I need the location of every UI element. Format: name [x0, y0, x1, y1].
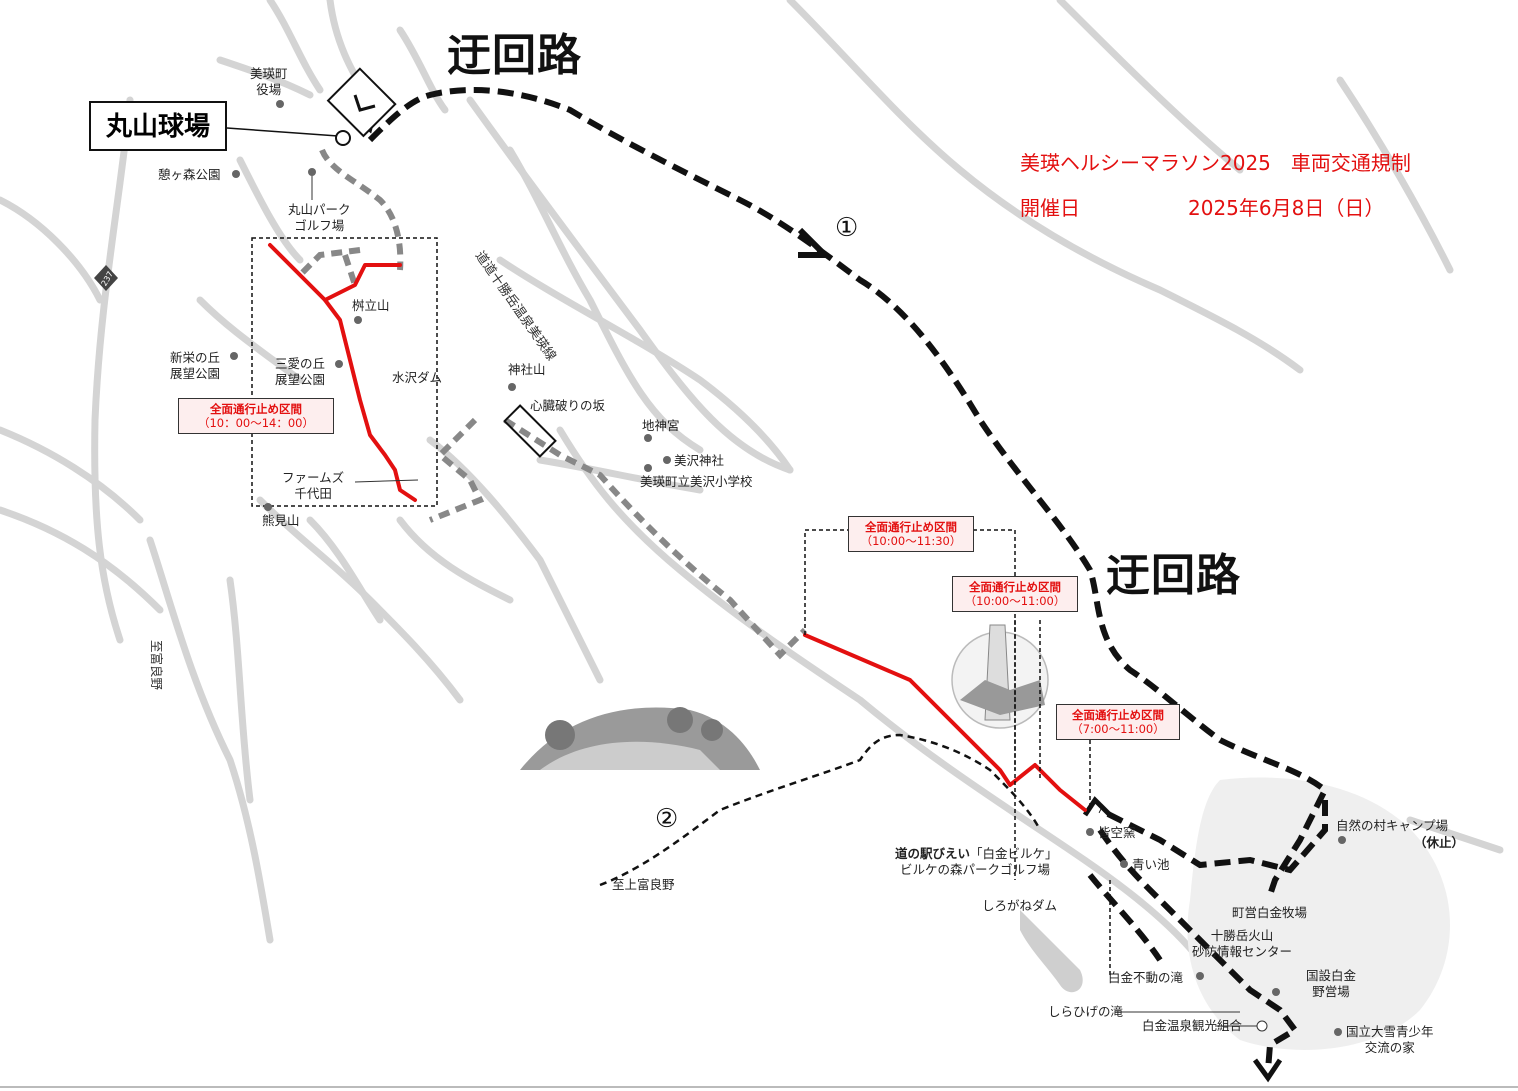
camp-label: 自然の村キャンプ場: [1336, 818, 1449, 833]
maruyama-stadium-label: 丸山球場: [89, 101, 227, 151]
misawa-shrine-dot: [663, 456, 671, 464]
fudo-falls-label: 白金不動の滝: [1108, 970, 1184, 985]
closure-title: 全面通行止め区間: [1072, 708, 1164, 722]
kokusetsu-camp-label: 国設白金 野営場: [1306, 968, 1357, 999]
aoiike-dot: [1120, 860, 1128, 868]
shinzo-slope-box: [503, 404, 557, 458]
stadium-marker: [335, 130, 351, 146]
kumamiyama-label: 熊見山: [262, 513, 300, 528]
stadium-pointer: [226, 127, 339, 137]
michi-no-eki-rest: 「白金ビルケ」: [970, 846, 1058, 861]
minasorakama-label: 皆空窯: [1098, 825, 1136, 840]
youth-house-dot: [1334, 1028, 1342, 1036]
misawa-school-dot: [644, 464, 652, 472]
masutateyama-dot: [354, 316, 362, 324]
town-office-label: 美瑛町 役場: [250, 66, 288, 97]
route-name-label: 道道十勝岳温泉美瑛線: [472, 248, 560, 364]
maruyama-golf-dot: [308, 168, 316, 176]
closure-time: （10:00～11:00）: [964, 594, 1066, 608]
route-2-number: ②: [655, 804, 679, 834]
kumamiyama-dot: [264, 503, 272, 511]
shirogane-area: [1187, 777, 1450, 1050]
misawa-school-label: 美瑛町立美沢小学校: [640, 474, 753, 489]
event-title: 美瑛ヘルシーマラソン2025 車両交通規制: [1020, 151, 1411, 175]
jinjayama-dot: [508, 383, 516, 391]
aoiike-label: 青い池: [1132, 857, 1170, 872]
tourism-assoc-label: 白金温泉観光組合: [1142, 1018, 1243, 1033]
detour-arrow-end: [1252, 1058, 1283, 1083]
shirogane-dam-label: しろがねダム: [982, 898, 1058, 913]
closure-box-4: 全面通行止め区間 （7:00～11:00）: [1056, 704, 1180, 740]
route-1-number: ①: [835, 213, 859, 243]
event-date-label: 開催日: [1020, 196, 1080, 220]
michi-no-eki-label: 道の駅びえい「白金ビルケ」: [895, 846, 1058, 862]
camp-dot: [1338, 836, 1346, 844]
shinzo-slope-label: 心臓破りの坂: [530, 398, 606, 413]
closure-box-3: 全面通行止め区間 （10:00～11:00）: [952, 576, 1078, 612]
sanai-park-dot: [335, 360, 343, 368]
detour-label-top: 迂回路: [447, 30, 582, 81]
michi-no-eki-bold: 道の駅びえい: [895, 846, 971, 861]
closure-time: （10：00～14：00）: [197, 416, 315, 430]
sanai-park-label: 三愛の丘 展望公園: [275, 356, 326, 387]
birke-golf-label: ビルケの森パークゴルフ場: [900, 862, 1051, 877]
maruyama-golf-label: 丸山パーク ゴルフ場: [288, 202, 351, 233]
youth-house-label: 国立大雪青少年 交流の家: [1346, 1024, 1434, 1055]
town-office-dot: [276, 100, 284, 108]
shirahige-falls-label: しらひげの滝: [1048, 1004, 1124, 1019]
camp-closed-label: （休止）: [1414, 835, 1465, 850]
hills-illustration: [520, 707, 760, 770]
masutateyama-label: 桝立山: [352, 298, 390, 313]
volcano-center-label: 十勝岳火山 砂防情報センター: [1192, 928, 1293, 959]
closure-roads: [268, 243, 1087, 812]
bottom-border: [0, 1086, 1518, 1088]
shinei-park-dot: [230, 352, 238, 360]
mizusawa-dam-label: 水沢ダム: [392, 370, 443, 385]
ikoi-park-label: 憩ヶ森公園: [158, 167, 221, 182]
chijingu-dot: [644, 434, 652, 442]
to-furano-label: 至富良野: [149, 640, 164, 691]
closure-time: （7:00～11:00）: [1071, 722, 1165, 736]
misawa-shrine-label: 美沢神社: [674, 453, 725, 468]
minasorakama-dot: [1086, 828, 1094, 836]
kokusetsu-camp-dot: [1272, 988, 1280, 996]
fudo-falls-dot: [1196, 972, 1204, 980]
event-date-value: 2025年6月8日（日）: [1188, 196, 1385, 220]
shirogane-dam-water: [1020, 910, 1083, 993]
farms-chiyoda-label: ファームズ 千代田: [282, 470, 345, 501]
closure-title: 全面通行止め区間: [969, 580, 1061, 594]
ikoi-park-dot: [232, 170, 240, 178]
detour-arrow-1: [797, 227, 833, 258]
marathon-course: [297, 148, 808, 660]
course-start-sign: [326, 67, 397, 138]
shinei-park-label: 新栄の丘 展望公園: [170, 350, 221, 381]
route-2: [599, 733, 1042, 887]
ranch-label: 町営白金牧場: [1232, 905, 1308, 920]
closure-title: 全面通行止め区間: [210, 402, 302, 416]
detour-arrow-mid: [1082, 796, 1112, 817]
birke-illustration: [951, 624, 1049, 729]
closure-time: （10:00～11:30）: [860, 534, 962, 548]
route-237-shield: [94, 265, 118, 291]
to-kamifurano-label: 至上富良野: [612, 877, 675, 892]
jinjayama-label: 神社山: [508, 362, 546, 377]
closure-box-2: 全面通行止め区間 （10:00～11:30）: [848, 516, 974, 552]
closure-title: 全面通行止め区間: [865, 520, 957, 534]
chijingu-label: 地神宮: [642, 418, 680, 433]
detour-label-right: 迂回路: [1106, 550, 1241, 601]
closure-box-1: 全面通行止め区間 （10：00～14：00）: [178, 398, 334, 434]
